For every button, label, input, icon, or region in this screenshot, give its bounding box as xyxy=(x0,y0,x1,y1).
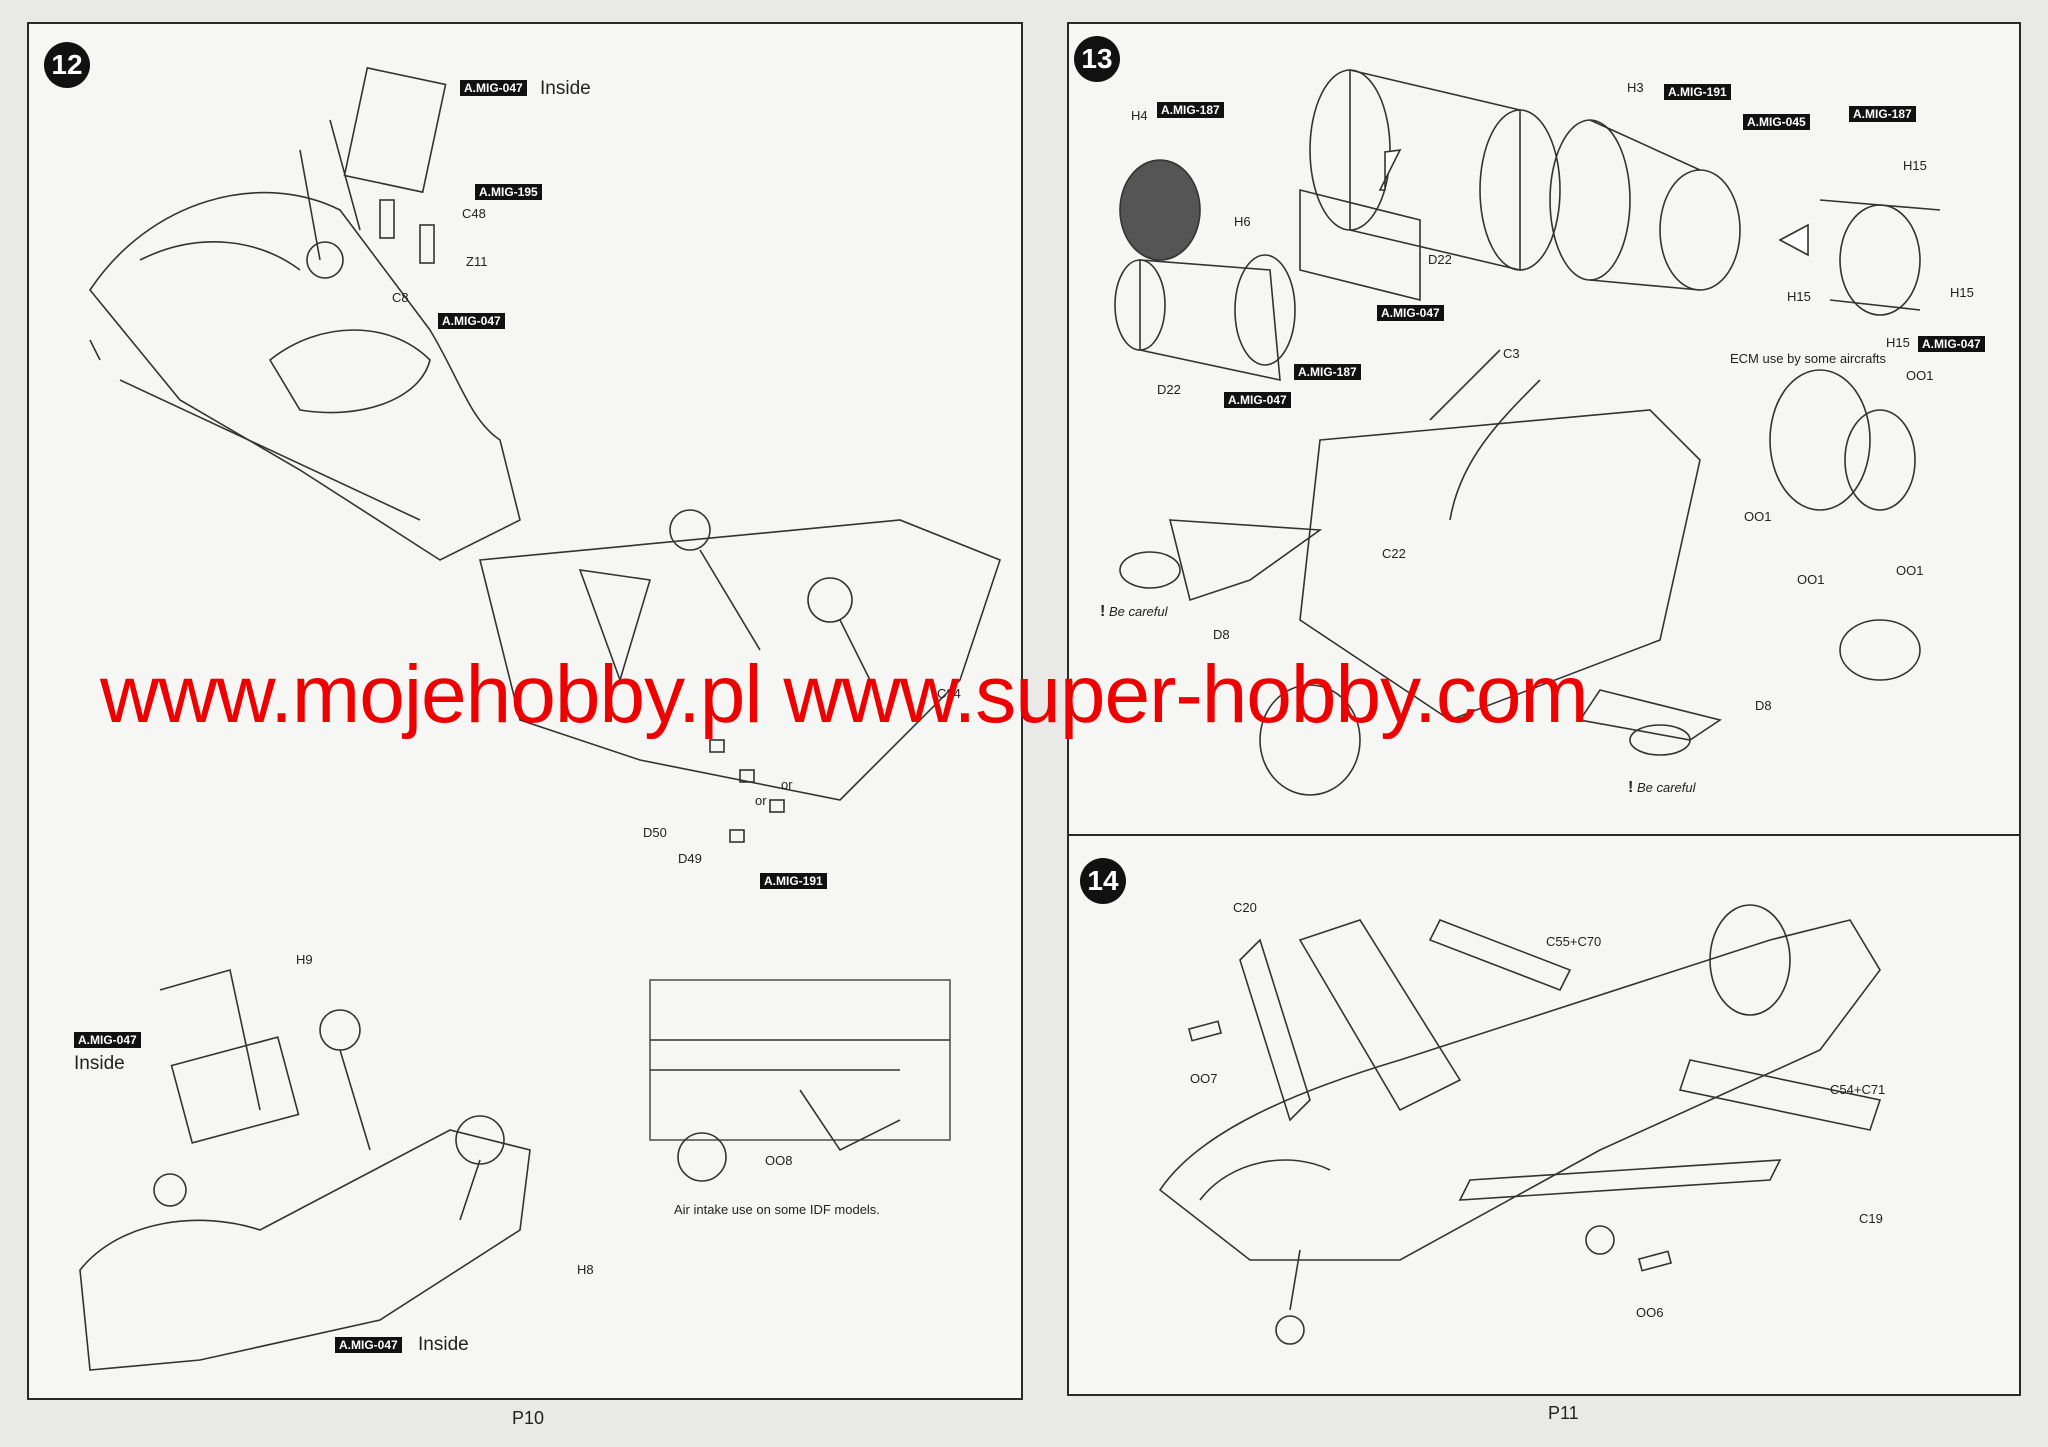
page-number-right: P11 xyxy=(1548,1403,1579,1423)
part-label: C48 xyxy=(462,206,486,221)
part-label: Inside xyxy=(540,78,591,99)
part-label: D22 xyxy=(1428,252,1452,267)
part-label: H15 xyxy=(1950,285,1974,300)
part-tag: A.MIG-047 xyxy=(438,313,505,329)
part-label: C54+C71 xyxy=(1830,1082,1886,1097)
part-label: OO7 xyxy=(1190,1071,1218,1086)
watermark-text: www.mojehobby.pl www.super-hobby.com xyxy=(100,649,1589,740)
cloud-shape-right xyxy=(1629,724,1691,756)
intake-note: Air intake use on some IDF models. xyxy=(674,1202,880,1217)
be-careful-text: Be careful xyxy=(1636,780,1696,795)
be-careful-text: Be careful xyxy=(1108,604,1168,619)
be-careful-note: ! Be careful xyxy=(1628,779,1696,796)
part-tag: A.MIG-191 xyxy=(760,873,827,889)
part-tag: A.MIG-047 xyxy=(1918,336,1985,352)
part-label: H4 xyxy=(1131,108,1148,123)
part-tag: A.MIG-187 xyxy=(1294,364,1361,380)
right-instruction-page xyxy=(1067,22,2021,1396)
part-label: H15 xyxy=(1886,335,1910,350)
part-label: OO8 xyxy=(765,1153,793,1168)
part-label: H9 xyxy=(296,952,313,967)
part-label: Inside xyxy=(418,1334,469,1355)
part-label: H15 xyxy=(1787,289,1811,304)
step12-fuselage-drawing xyxy=(89,66,521,561)
part-label: D50 xyxy=(643,825,667,840)
part-tag: A.MIG-195 xyxy=(475,184,542,200)
part-tag: A.MIG-047 xyxy=(1377,305,1444,321)
part-tag: A.MIG-045 xyxy=(1743,114,1810,130)
part-label: Z11 xyxy=(466,254,488,269)
part-label: OO1 xyxy=(1906,368,1934,383)
step12-intake-inset xyxy=(649,979,951,1182)
part-tag: A.MIG-187 xyxy=(1849,106,1916,122)
part-label: C8 xyxy=(392,290,409,305)
step14-aircraft-drawing xyxy=(1158,904,1882,1345)
part-label: D49 xyxy=(678,851,702,866)
ecm-note: ECM use by some aircrafts xyxy=(1730,351,1887,366)
part-tag: A.MIG-047 xyxy=(74,1032,141,1048)
part-label: C34 xyxy=(937,686,961,701)
step13-arrow-up xyxy=(1378,149,1402,191)
part-label: OO1 xyxy=(1797,572,1825,587)
part-label: OO6 xyxy=(1636,1305,1664,1320)
part-label: C3 xyxy=(1503,346,1520,361)
step13-tail-drawing xyxy=(1168,349,1722,796)
step-14-badge: 14 xyxy=(1080,858,1126,904)
part-label: H8 xyxy=(577,1262,594,1277)
step-12-badge: 12 xyxy=(44,42,90,88)
page-number-left: P10 xyxy=(512,1408,545,1428)
cloud-shape-left xyxy=(1119,551,1181,589)
step13-exhaust-drawing xyxy=(1114,68,1941,681)
part-tag: A.MIG-047 xyxy=(1224,392,1291,408)
step13-arrow-left xyxy=(1778,223,1809,257)
part-label: C20 xyxy=(1233,900,1257,915)
part-tag: A.MIG-047 xyxy=(460,80,527,96)
part-tag: A.MIG-187 xyxy=(1157,102,1224,118)
left-instruction-page xyxy=(27,22,1023,1400)
part-label: C19 xyxy=(1859,1211,1883,1226)
part-label: H15 xyxy=(1903,158,1927,173)
part-label: C55+C70 xyxy=(1546,934,1602,949)
part-label: Inside xyxy=(74,1053,125,1074)
part-label: H3 xyxy=(1627,80,1644,95)
part-label: or xyxy=(781,777,793,792)
step-divider xyxy=(1067,834,2019,836)
part-label: OO1 xyxy=(1896,563,1924,578)
step-13-badge: 13 xyxy=(1074,36,1120,82)
be-careful-note: ! Be careful xyxy=(1100,603,1168,620)
part-label: H6 xyxy=(1234,214,1251,229)
part-label: OO1 xyxy=(1744,509,1772,524)
part-label: D22 xyxy=(1157,382,1181,397)
part-tag: A.MIG-047 xyxy=(335,1337,402,1353)
part-label: C22 xyxy=(1382,546,1406,561)
part-label: or xyxy=(755,793,767,808)
part-label: D8 xyxy=(1755,698,1772,713)
part-label: D8 xyxy=(1213,627,1230,642)
part-tag: A.MIG-191 xyxy=(1664,84,1731,100)
step12-gear-bay-drawing xyxy=(478,509,1001,843)
step12-bottom-drawing xyxy=(79,968,531,1371)
